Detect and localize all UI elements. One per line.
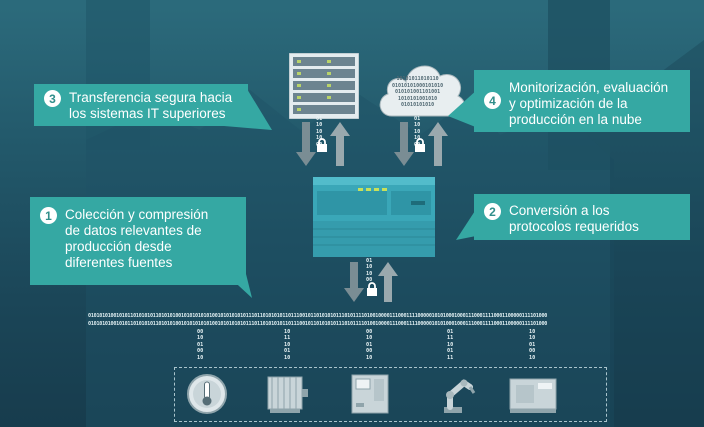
step-number-badge: 2	[484, 203, 501, 220]
lower-arrows	[344, 262, 398, 302]
cloud-binary: 10101011010110 01010101000101010 0101010…	[392, 76, 444, 108]
upper-left-arrows	[296, 122, 350, 166]
binary-column: 10 10 01 00 10	[529, 329, 536, 361]
step-number-badge: 3	[44, 90, 61, 107]
cloud-icon	[379, 65, 465, 117]
machine-icon	[509, 378, 557, 413]
callout-2-text: Conversión a los protocolos requeridos	[509, 203, 639, 234]
lock-icon	[317, 138, 327, 152]
server-rack-icon	[289, 53, 359, 119]
binary-stream-line-1: 0101010100101011010101011010101001010101…	[88, 313, 548, 319]
robot-arm-icon	[444, 379, 476, 413]
binary-stream-line-2: 0101010100101011010101011010101001010101…	[88, 321, 548, 327]
step-number-badge: 1	[40, 207, 57, 224]
gateway-device-icon	[313, 177, 435, 257]
callout-3: 3 Transferencia segura hacia los sistema…	[34, 84, 248, 126]
binary-column: 10 11 10 01 10	[284, 329, 291, 361]
callout-2: 2 Conversión a los protocolos requeridos	[474, 194, 690, 240]
control-panel-icon	[351, 374, 389, 414]
callout-1-text: Colección y compresión de datos relevant…	[65, 207, 209, 270]
upper-right-arrows	[394, 122, 448, 166]
motor-icon	[267, 376, 308, 413]
field-devices-frame	[174, 367, 607, 422]
callout-4: 4 Monitorización, evaluación y optimizac…	[474, 70, 690, 132]
lock-icon	[367, 282, 377, 296]
callout-4-text: Monitorización, evaluación y optimizació…	[509, 80, 669, 127]
binary-column: 00 10 01 00 10	[197, 329, 204, 361]
step-number-badge: 4	[484, 92, 501, 109]
callout-3-text: Transferencia segura hacia los sistemas …	[69, 90, 233, 121]
lock-icon	[415, 138, 425, 152]
callout-1: 1 Colección y compresión de datos releva…	[30, 197, 246, 285]
thermometer-icon	[187, 374, 227, 414]
lower-bits: 01 10 10 00	[366, 258, 373, 284]
binary-column: 01 11 10 01 11	[447, 329, 454, 361]
binary-column: 00 10 01 00 10	[366, 329, 373, 361]
